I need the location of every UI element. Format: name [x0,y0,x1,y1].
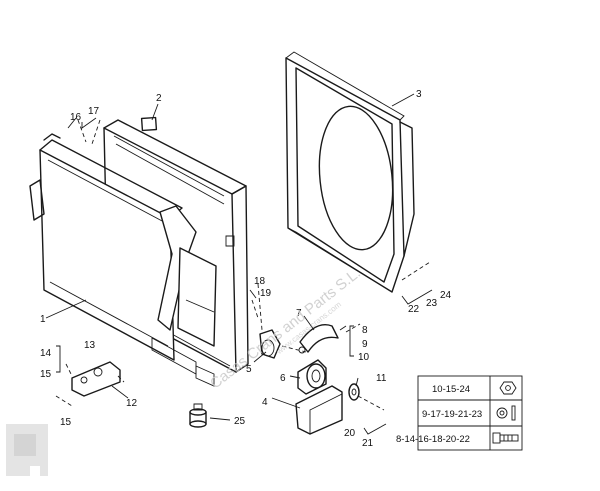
callout-labels: 1 2 3 4 5 6 7 8 9 10 11 12 13 14 15 15 1… [40,89,452,449]
callout-2: 2 [156,93,162,104]
intercooler [29,133,217,375]
bolt-icon [492,432,519,444]
clamp-7 [298,324,339,354]
callout-4: 4 [262,397,268,408]
bracket-4 [295,385,343,435]
callout-17: 17 [88,106,100,117]
callout-1: 1 [40,314,46,325]
washer-11 [348,383,360,401]
callout-25: 25 [234,416,246,427]
callout-16: 16 [70,112,82,123]
callout-19: 19 [260,288,272,299]
callout-24: 24 [440,290,452,301]
bolt-25 [189,403,207,428]
brand-logo-icon [6,424,48,476]
callout-11: 11 [376,373,387,384]
callout-9: 9 [362,339,368,350]
callout-10: 10 [358,352,370,363]
support-6 [297,359,327,395]
callout-22: 22 [408,304,420,315]
callout-7: 7 [296,308,302,319]
callout-13: 13 [84,340,96,351]
fastener-lines [55,119,431,411]
lower-bracket [71,361,125,397]
legend-row-3-text: 8-14-16-18-20-22 [396,434,470,445]
fastener-legend: 10-15-24 9-17-19-21-23 8-14-16-18-20-22 [396,375,523,451]
legend-row-2-text: 9-17-19-21-23 [422,409,482,420]
callout-brackets [56,117,433,435]
callout-3: 3 [416,89,422,100]
callout-5: 5 [246,364,252,375]
fan-shroud [285,51,415,293]
callout-12: 12 [126,398,138,409]
hex-nut-icon [499,381,517,395]
leader-lines [45,93,415,421]
callout-15b: 15 [60,417,72,428]
callout-6: 6 [280,373,286,384]
hose-fitting-5 [259,329,307,359]
callout-14: 14 [40,348,52,359]
legend-row-1-text: 10-15-24 [432,384,470,395]
callout-20: 20 [344,428,356,439]
callout-21: 21 [362,438,374,449]
callout-18: 18 [254,276,266,287]
washer-icon [496,405,516,421]
callout-15a: 15 [40,369,52,380]
callout-23: 23 [426,298,438,309]
callout-8: 8 [362,325,368,336]
